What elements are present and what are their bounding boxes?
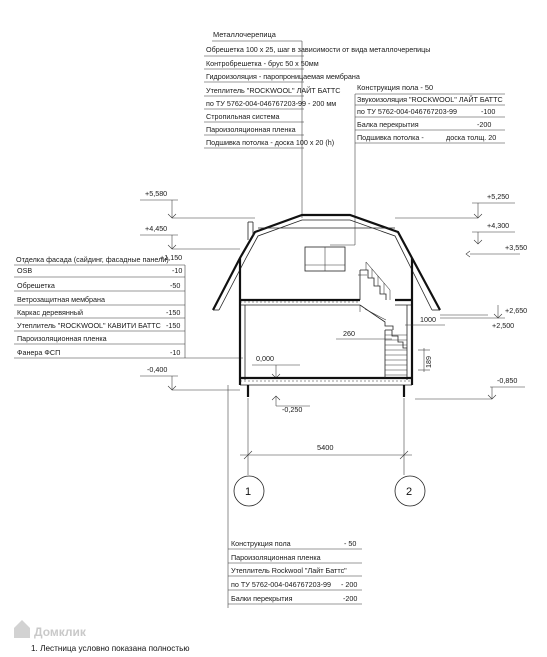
level-mark: +5,250 bbox=[487, 192, 509, 201]
level-mark: -0,250 bbox=[282, 405, 302, 414]
level-mark: +3,550 bbox=[505, 243, 527, 252]
level-mark: +4,300 bbox=[487, 221, 509, 230]
roof-spec-rows: Обрешетка 100 х 25, шаг в зависимости от… bbox=[206, 45, 430, 147]
floor1-spec-row-label: Балки перекрытия bbox=[231, 594, 293, 603]
facade-spec-table: Отделка фасада (сайдинг, фасадные панели… bbox=[14, 255, 243, 359]
landing-dimension: 1000 bbox=[420, 315, 436, 324]
roof-spec-row: Стропильная система bbox=[206, 112, 280, 121]
facade-spec-row-label: Пароизоляционная пленка bbox=[17, 334, 107, 343]
facade-spec-row-label: Обрешетка bbox=[17, 281, 55, 290]
facade-spec-row-value: -150 bbox=[166, 308, 180, 317]
grid-axis-2: 2 bbox=[394, 475, 426, 507]
level-mark: +2,650 bbox=[505, 306, 527, 315]
roof-spec-row: Обрешетка 100 х 25, шаг в зависимости от… bbox=[206, 45, 430, 54]
left-level-marks: +5,580 +4,450 0,000 -0,400 -0,250 bbox=[140, 189, 310, 414]
floor2-spec-row-value: -100 bbox=[481, 107, 495, 116]
floor1-spec-table: Конструкция пола - 50 Пароизоляционная п… bbox=[227, 385, 362, 608]
floor2-spec-row-value: -200 bbox=[477, 120, 491, 129]
facade-spec-row-label: Утеплитель "ROCKWOOL" КАВИТИ БАТТС bbox=[17, 321, 161, 330]
floor1-spec-row-label: Утеплитель Rockwool "Лайт Баттс" bbox=[231, 566, 347, 575]
facade-spec-row-value: -10 bbox=[172, 266, 182, 275]
facade-spec-title: Отделка фасада (сайдинг, фасадные панели… bbox=[16, 255, 169, 264]
stair-dimensions: 260 1000 189 bbox=[336, 315, 445, 372]
roof-spec-row: Пароизоляционная пленка bbox=[206, 125, 296, 134]
roof-outline bbox=[212, 213, 441, 311]
floor1-spec-row-value: - 200 bbox=[341, 580, 357, 589]
floor1-spec-row-label: по ТУ 5762-004-046767203-99 bbox=[231, 580, 331, 589]
level-mark: +1,150 bbox=[160, 253, 182, 262]
roof-spec-row: Подшивка потолка - доска 100 х 20 (h) bbox=[206, 138, 334, 147]
floor2-spec-row-value: доска толщ. 20 bbox=[446, 133, 496, 142]
facade-spec-row-label: Ветрозащитная мембрана bbox=[17, 295, 105, 304]
floor2-spec-row-label: по ТУ 5762-004-046767203-99 bbox=[357, 107, 457, 116]
level-mark: +5,580 bbox=[145, 189, 167, 198]
roof-spec-table: Металлочерепица Обрешетка 100 х 25, шаг … bbox=[204, 30, 430, 218]
floor1-spec-row-value: -200 bbox=[343, 594, 357, 603]
level-mark: 0,000 bbox=[256, 354, 274, 363]
roof-spec-row: Контробрешетка - брус 50 х 50мм bbox=[206, 59, 319, 68]
facade-spec-row-label: Каркас деревянный bbox=[17, 308, 83, 317]
facade-spec-row-label: OSB bbox=[17, 266, 32, 275]
roof-spec-row: Гидроизоляция - паропроницаемая мембрана bbox=[206, 72, 360, 81]
floor2-spec-row-label: Звукоизоляция "ROCKWOOL" ЛАЙТ БАТТС bbox=[357, 95, 503, 104]
right-level-marks: +5,250 +4,300 +3,550 +2,650 +2,500 -0,85… bbox=[395, 192, 527, 400]
building-section bbox=[212, 213, 441, 397]
riser-dimension: 189 bbox=[424, 356, 433, 368]
house-logo-icon bbox=[14, 620, 30, 638]
facade-spec-row-value: -50 bbox=[170, 281, 180, 290]
level-mark: -0,400 bbox=[147, 365, 167, 374]
facade-spec-row-value: -10 bbox=[170, 348, 180, 357]
level-mark: +4,450 bbox=[145, 224, 167, 233]
axis-dimension: 5400 bbox=[240, 398, 412, 475]
floor1-spec-row-label: Пароизоляционная пленка bbox=[231, 553, 321, 562]
stair-width-dimension: 260 bbox=[343, 329, 355, 338]
level-mark: +2,500 bbox=[492, 321, 514, 330]
roof-spec-row: по ТУ 5762-004-046767203-99 - 200 мм bbox=[206, 99, 336, 108]
watermark: Домклик bbox=[14, 620, 87, 639]
grid-axis-1: 1 bbox=[233, 475, 265, 507]
roof-spec-row: Утеплитель "ROCKWOOL" ЛАЙТ БАТТС bbox=[206, 86, 340, 95]
level-mark: -0,850 bbox=[497, 376, 517, 385]
main-stair bbox=[384, 330, 407, 378]
footnote: 1. Лестница условно показана полностью bbox=[31, 644, 189, 653]
floor2-spec-row-label: Подшивка потолка - bbox=[357, 133, 424, 142]
floor1-spec-row-label: Конструкция пола bbox=[231, 539, 291, 548]
floor2-spec-table: Конструкция пола - 50 Звукоизоляция "ROC… bbox=[330, 83, 505, 246]
facade-spec-row-value: -150 bbox=[166, 321, 180, 330]
floor2-spec-title: Конструкция пола - 50 bbox=[357, 83, 433, 92]
floor2-spec-row-label: Балка перекрытия bbox=[357, 120, 419, 129]
roof-spec-title: Металлочерепица bbox=[213, 30, 277, 39]
axis-label: 2 bbox=[406, 486, 412, 498]
level-mark-1150: +1,150 bbox=[160, 253, 182, 262]
floor1-spec-row-value: - 50 bbox=[344, 539, 356, 548]
watermark-text: Домклик bbox=[34, 625, 87, 639]
axis-label: 1 bbox=[245, 486, 251, 498]
span-dimension: 5400 bbox=[317, 443, 333, 452]
facade-spec-row-label: Фанера ФСП bbox=[17, 348, 60, 357]
